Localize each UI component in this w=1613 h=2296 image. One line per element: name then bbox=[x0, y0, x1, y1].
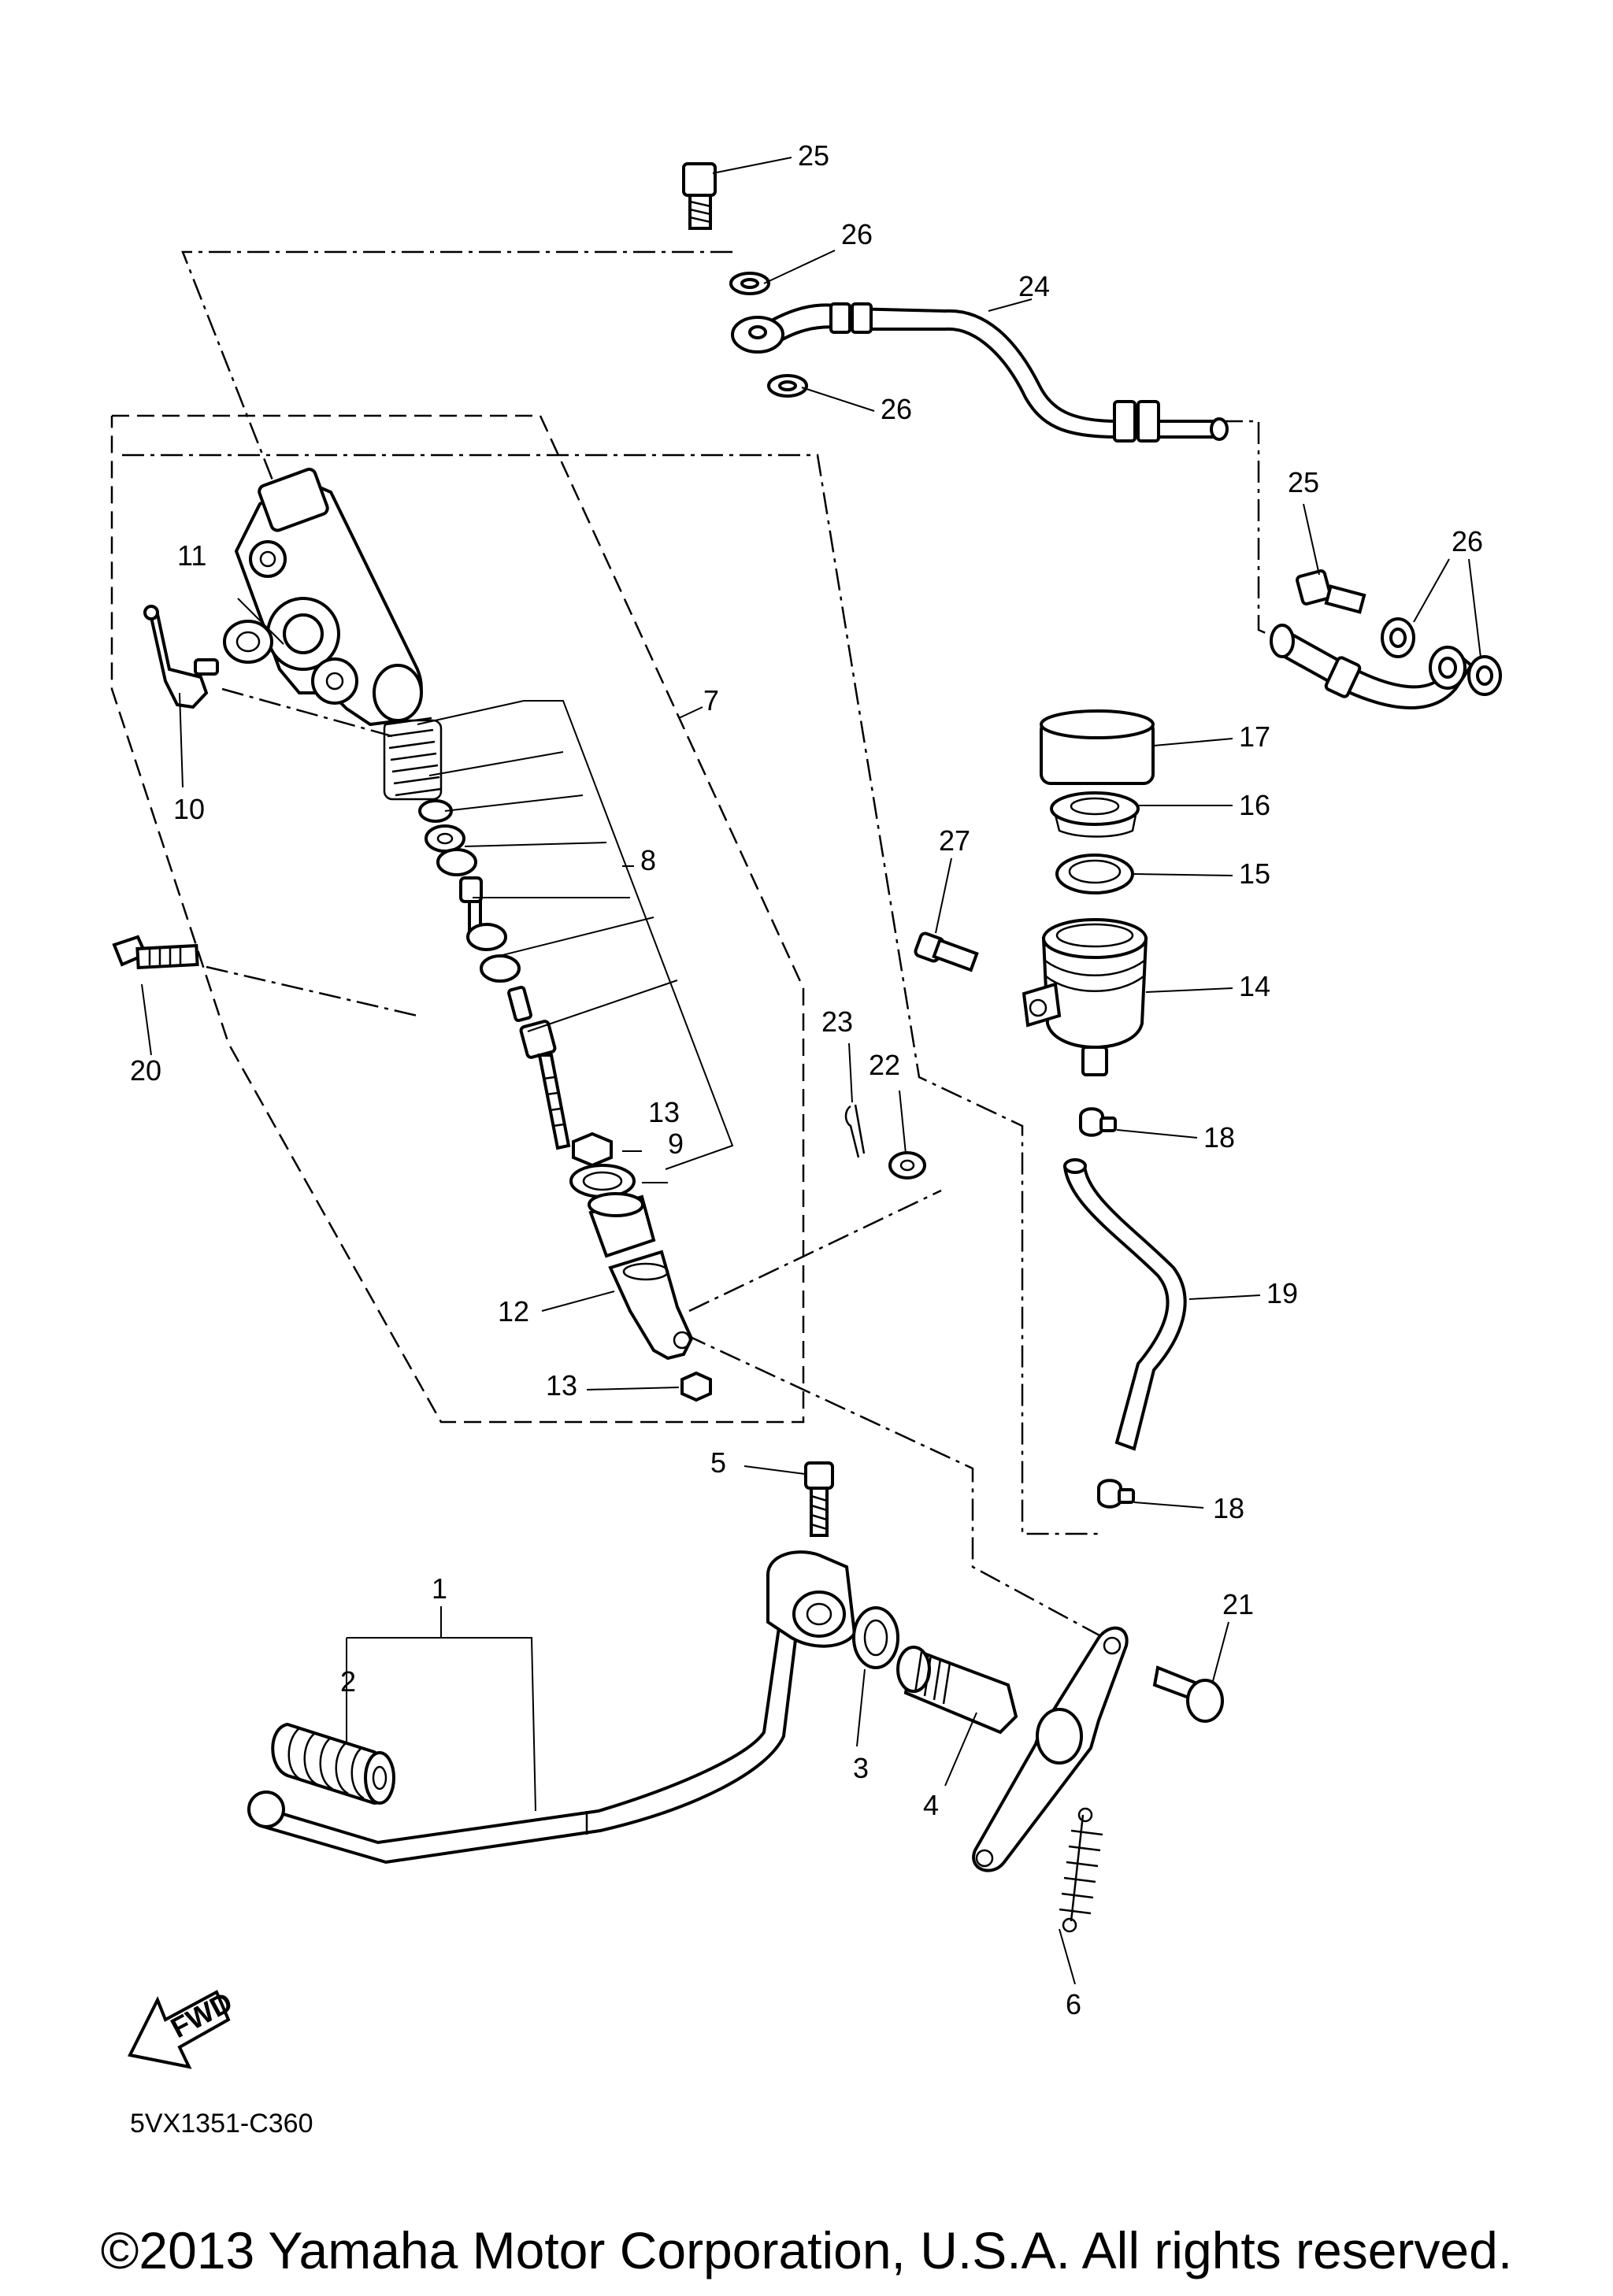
cotter-pin-23 bbox=[844, 1104, 866, 1158]
pedal-arm bbox=[972, 1626, 1129, 1872]
callout-5: 5 bbox=[710, 1446, 726, 1479]
bolt-5 bbox=[804, 1461, 834, 1537]
callout-21: 21 bbox=[1222, 1588, 1254, 1620]
callout-11: 11 bbox=[177, 539, 206, 572]
callout-1: 1 bbox=[432, 1572, 447, 1605]
callout-23: 23 bbox=[821, 1005, 853, 1038]
callout-7: 7 bbox=[703, 684, 719, 717]
callout-27: 27 bbox=[939, 824, 970, 857]
pedal-shaft-4 bbox=[896, 1646, 1018, 1735]
pedal-rubber-2 bbox=[271, 1722, 395, 1805]
hose-clamp-18-upper bbox=[1079, 1107, 1117, 1137]
clevis-12 bbox=[608, 1250, 694, 1361]
bracket-lines bbox=[346, 700, 734, 1812]
washer-22 bbox=[888, 1151, 926, 1179]
reservoir-tank-14 bbox=[1022, 918, 1148, 1076]
callout-18-lower: 18 bbox=[1213, 1492, 1244, 1524]
leader-lines bbox=[141, 157, 1481, 1985]
callout-26-middle: 26 bbox=[881, 393, 912, 425]
nut-13-lower bbox=[680, 1371, 712, 1402]
callout-26-lower: 26 bbox=[1452, 525, 1483, 557]
callout-15: 15 bbox=[1239, 857, 1270, 890]
callout-8: 8 bbox=[640, 844, 656, 876]
callout-19: 19 bbox=[1266, 1277, 1298, 1309]
washer-3 bbox=[852, 1606, 899, 1669]
callout-26-upper: 26 bbox=[841, 218, 873, 250]
callout-25-lower: 25 bbox=[1288, 466, 1319, 498]
reservoir-cap-17 bbox=[1040, 709, 1155, 785]
return-spring-6 bbox=[1059, 1807, 1103, 1933]
master-cylinder-body bbox=[234, 468, 423, 727]
callout-16: 16 bbox=[1239, 789, 1270, 821]
diaphragm-15 bbox=[1055, 854, 1134, 894]
internal-seal-kit bbox=[418, 799, 521, 983]
hose-clamp-18-lower bbox=[1097, 1479, 1135, 1509]
callout-6: 6 bbox=[1066, 1988, 1081, 2020]
return-spring bbox=[383, 717, 443, 801]
callout-10: 10 bbox=[173, 793, 205, 825]
callout-9: 9 bbox=[668, 1128, 684, 1160]
push-rod bbox=[507, 985, 571, 1150]
dash-dot-guide-lines bbox=[122, 250, 1281, 1647]
copper-washers-26 bbox=[729, 272, 1502, 696]
copyright-notice: ©2013 Yamaha Motor Corporation, U.S.A. A… bbox=[100, 2221, 1513, 2279]
circlip-9 bbox=[569, 1164, 636, 1198]
sub-assembly-dashed-outline bbox=[110, 414, 805, 1424]
callout-2: 2 bbox=[340, 1665, 356, 1698]
bolt-27 bbox=[914, 931, 979, 972]
callout-4: 4 bbox=[923, 1789, 939, 1821]
union-bolt-25-lower bbox=[1296, 569, 1366, 614]
callout-24: 24 bbox=[1018, 270, 1050, 302]
boot-11 bbox=[223, 620, 273, 664]
brake-hose-24 bbox=[731, 302, 1229, 443]
nut-13-upper bbox=[572, 1131, 613, 1168]
reservoir-hose-19 bbox=[1062, 1158, 1187, 1451]
callout-25-upper: 25 bbox=[798, 139, 829, 172]
pin-21 bbox=[1152, 1665, 1224, 1723]
diaphragm-plate-16 bbox=[1050, 791, 1140, 838]
diagram-code: 5VX1351-C360 bbox=[130, 2109, 313, 2139]
dust-boot bbox=[588, 1192, 656, 1258]
callout-13-upper: 13 bbox=[648, 1096, 680, 1128]
callout-22: 22 bbox=[869, 1049, 900, 1081]
callout-12: 12 bbox=[498, 1295, 529, 1328]
brake-pedal-1 bbox=[247, 1550, 857, 1865]
callout-labels: 25 26 24 26 25 26 11 7 17 10 16 27 8 15 … bbox=[130, 139, 1483, 2139]
banjo-fitting-10 bbox=[143, 605, 219, 709]
callout-18-upper: 18 bbox=[1203, 1121, 1235, 1154]
callout-13-lower: 13 bbox=[546, 1369, 577, 1402]
fwd-arrow-icon: FWD bbox=[128, 1985, 238, 2069]
callout-17: 17 bbox=[1239, 720, 1270, 753]
callout-3: 3 bbox=[853, 1752, 869, 1784]
bolt-20 bbox=[112, 935, 199, 970]
callout-20: 20 bbox=[130, 1054, 161, 1087]
union-bolt-25-upper bbox=[682, 162, 717, 230]
callout-14: 14 bbox=[1239, 970, 1270, 1002]
